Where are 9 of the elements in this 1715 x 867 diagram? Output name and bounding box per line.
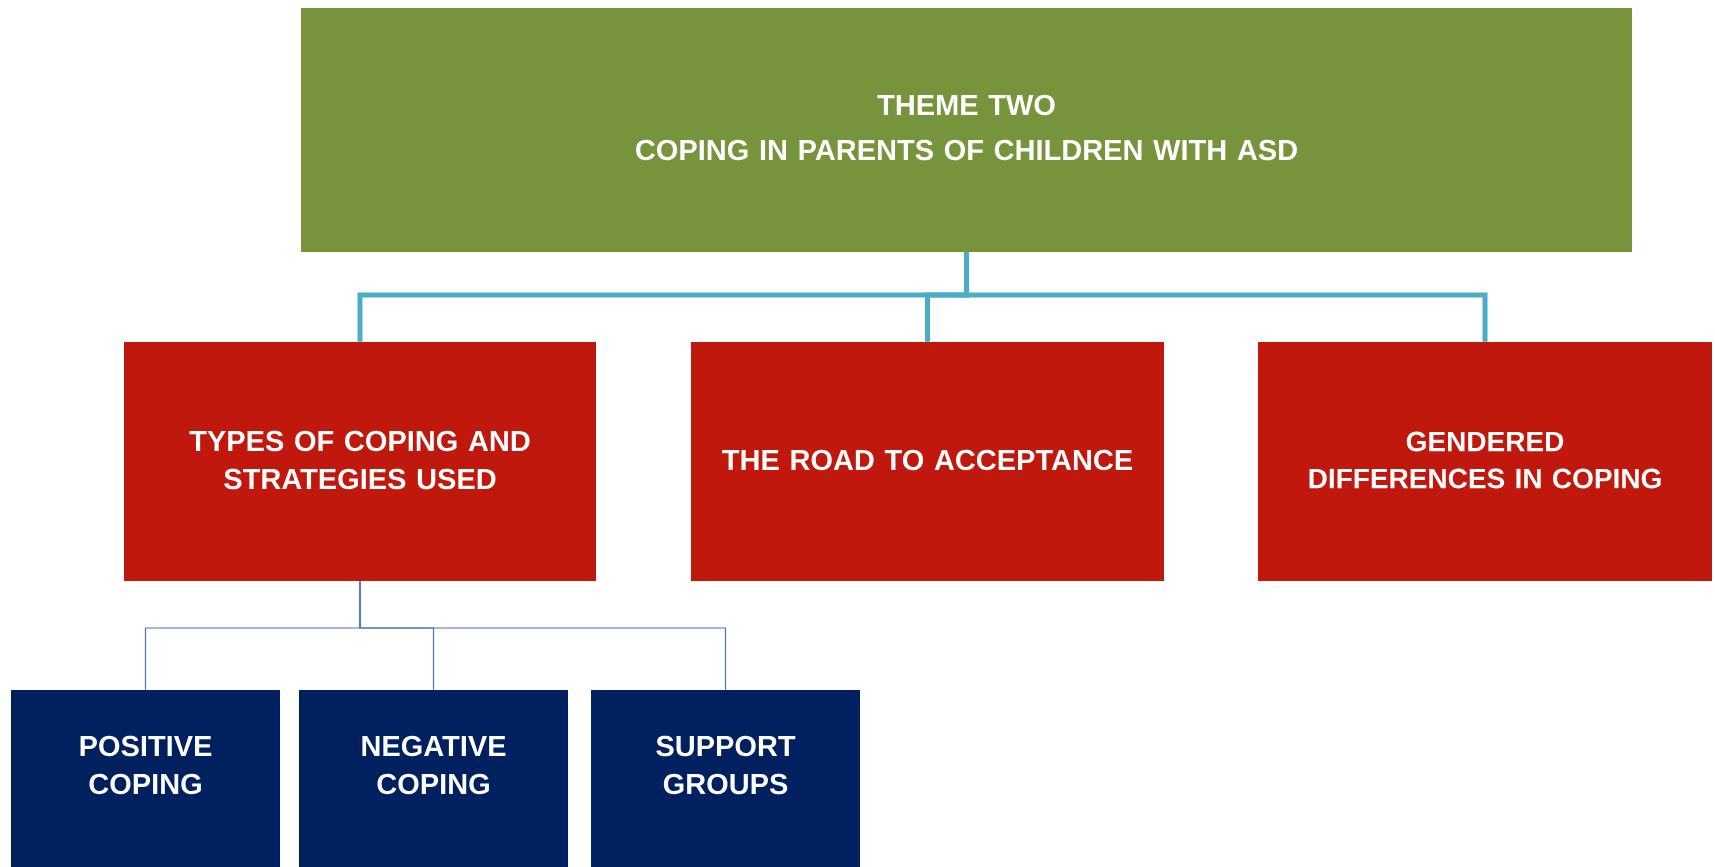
connector (964, 252, 1488, 342)
topic-box: POSITIVE COPING (11, 690, 280, 867)
topic-box: SUPPORT GROUPS (591, 690, 860, 867)
topic-box: THE ROAD TO ACCEPTANCE (691, 342, 1164, 581)
topic-box: TYPES OF COPING AND STRATEGIES USED (124, 342, 596, 581)
connector (359, 580, 727, 691)
topic-box: GENDERED DIFFERENCES IN COPING (1258, 342, 1712, 581)
title-box: THEME TWO COPING IN PARENTS OF CHILDREN WITH ASD (301, 8, 1633, 252)
topic-box: NEGATIVE COPING (299, 690, 568, 867)
